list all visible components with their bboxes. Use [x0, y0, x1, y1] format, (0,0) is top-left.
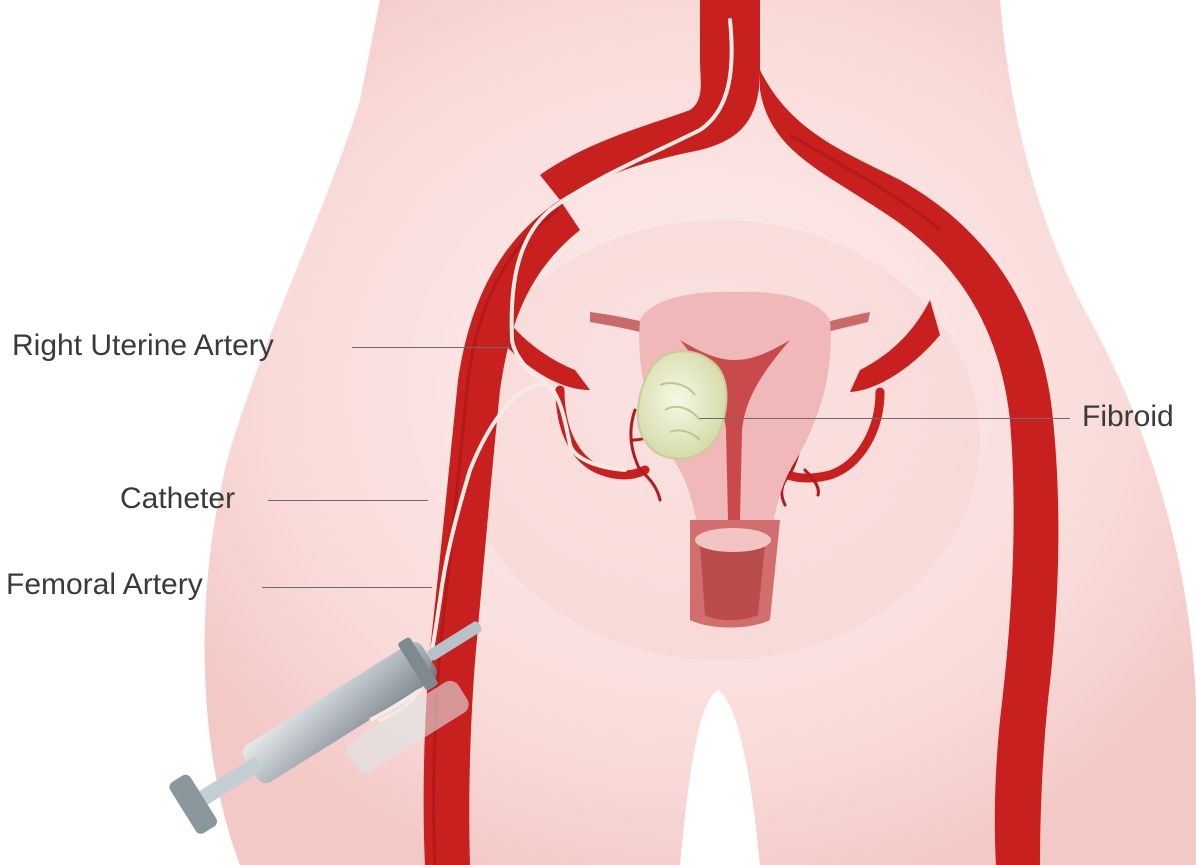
leader-line-catheter	[268, 500, 428, 501]
fibroid-mass	[638, 351, 727, 458]
label-femoral-artery: Femoral Artery	[6, 570, 203, 600]
label-fibroid: Fibroid	[1082, 402, 1174, 432]
label-right-uterine-artery: Right Uterine Artery	[12, 331, 274, 361]
leader-line-femoral-artery	[262, 587, 432, 588]
label-catheter: Catheter	[120, 484, 235, 514]
leader-line-right-uterine-artery	[352, 347, 510, 348]
leader-line-fibroid	[700, 418, 1070, 419]
